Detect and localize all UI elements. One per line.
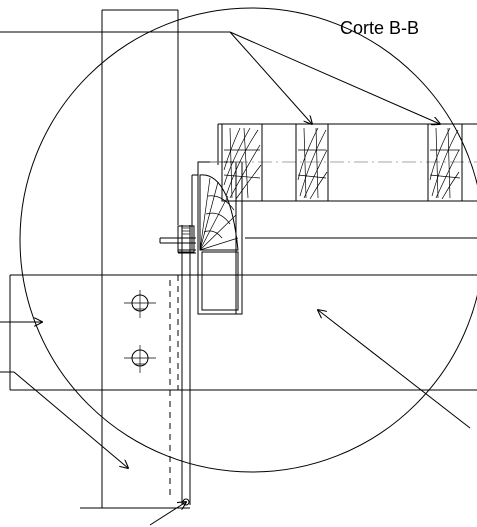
leader-arrow-icon [0, 371, 128, 468]
threaded-rod [159, 225, 196, 506]
hidden-edges [40, 274, 180, 500]
leader-arrow-icon [318, 310, 471, 429]
crosshair-circle-icon [124, 290, 156, 318]
crosshair-circle-icon [124, 345, 156, 373]
wood-grain-hatch-icon [199, 174, 239, 251]
leader-arrow-icon [149, 502, 186, 526]
leader-arrow-icon [0, 31, 440, 124]
wood-grain-hatch-icon [427, 123, 463, 202]
section-title: Corte B-B [340, 18, 419, 38]
vertical-post [101, 9, 179, 508]
detail-circle [19, 7, 477, 473]
wood-grain-hatch-icon [295, 123, 329, 202]
wood-grain-hatch-icon [221, 123, 263, 202]
horizontal-beam [9, 237, 477, 391]
